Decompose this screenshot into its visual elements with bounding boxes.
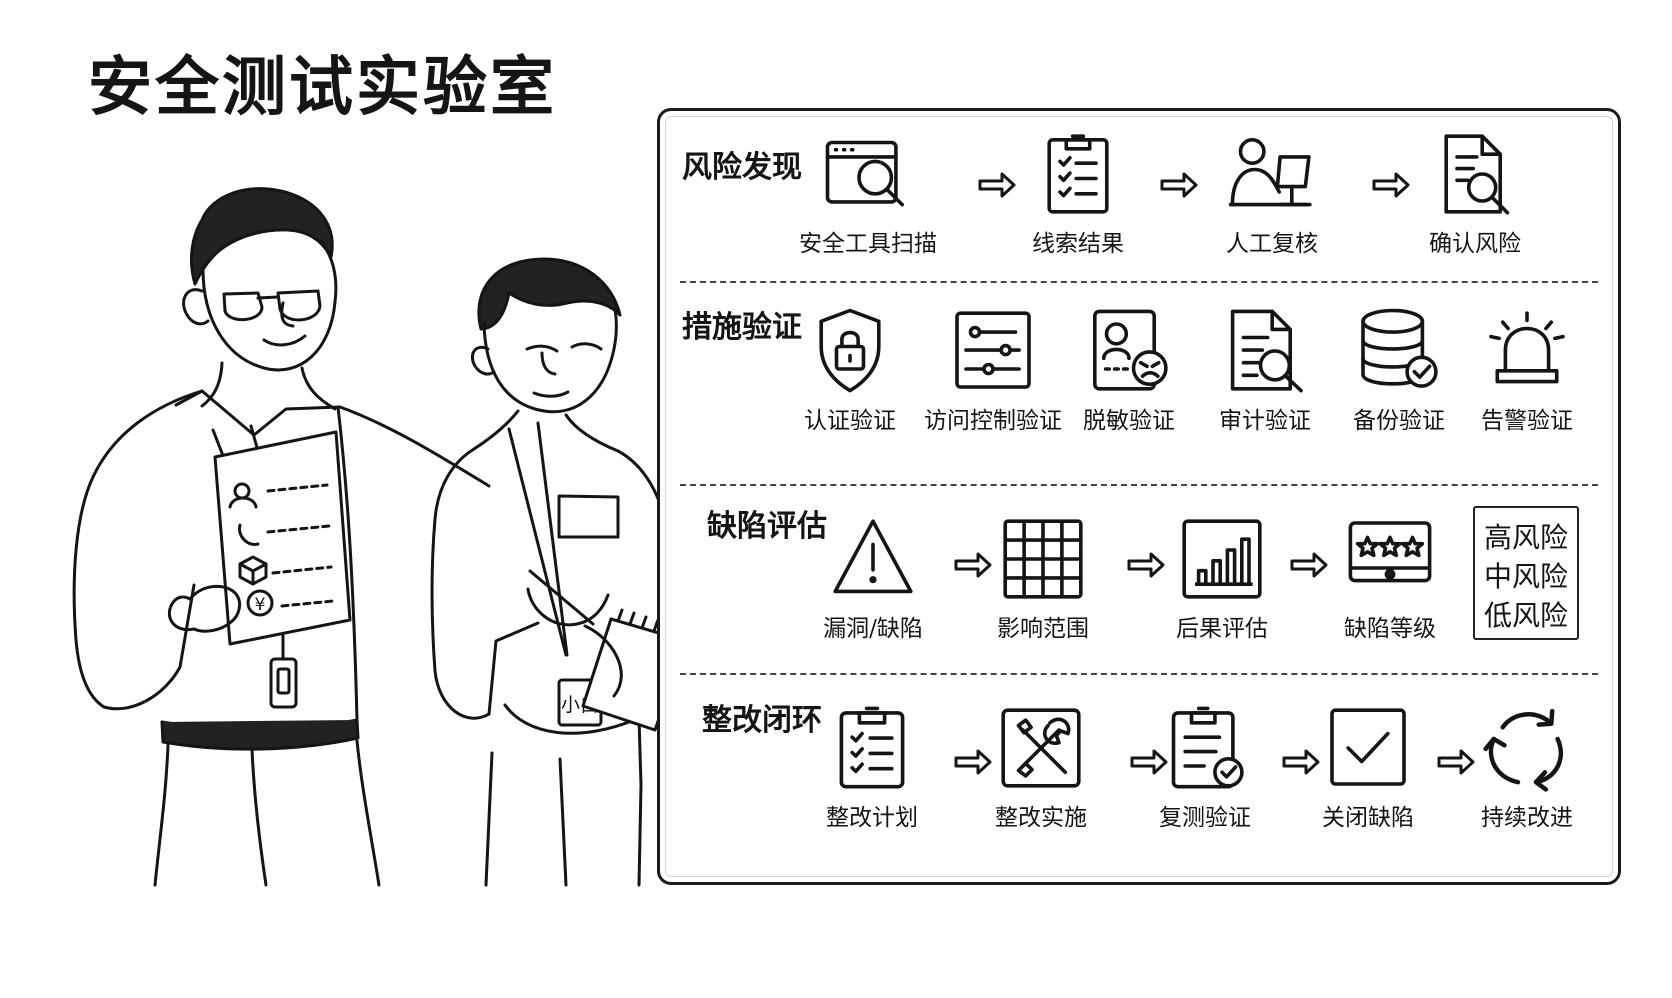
step-label: 备份验证 [1353, 408, 1445, 434]
bar-chart-icon [1182, 519, 1262, 599]
impact-grid-icon [1003, 519, 1083, 599]
step-label: 告警验证 [1481, 408, 1573, 434]
document-search-icon [1444, 134, 1510, 215]
browser-magnifier-icon [825, 140, 904, 207]
database-check-icon [1361, 308, 1438, 388]
risk-level-legend: 高风险 中风险 低风险 [1473, 506, 1579, 640]
masked-profile-icon [1093, 309, 1168, 391]
section-divider [680, 673, 1598, 675]
step-consequence-assessment: 后果评估 [1147, 514, 1297, 654]
flow-arrow-icon [1290, 552, 1328, 578]
step-label: 脱敏验证 [1083, 408, 1175, 434]
step-alert-verification: 告警验证 [1452, 306, 1602, 446]
security-team-illustration: ¥ 小白 [72, 187, 688, 887]
senior-engineer: ¥ [72, 187, 491, 887]
flow-arrow-icon [1160, 172, 1198, 198]
step-security-tool-scan: 安全工具扫描 [793, 129, 943, 269]
step-label: 后果评估 [1176, 616, 1268, 642]
step-access-control-verification: 访问控制验证 [918, 306, 1068, 446]
flow-arrow-icon [954, 749, 992, 775]
flow-arrow-icon [1437, 749, 1475, 775]
step-backup-verification: 备份验证 [1324, 306, 1474, 446]
section-divider [680, 281, 1598, 283]
star-rating-icon [1348, 521, 1432, 583]
step-label: 影响范围 [997, 616, 1089, 642]
step-label: 访问控制验证 [924, 408, 1062, 434]
flow-arrow-icon [1282, 749, 1320, 775]
flow-arrow-icon [954, 552, 992, 578]
flow-arrow-icon [1372, 172, 1410, 198]
step-label: 安全工具扫描 [799, 231, 937, 257]
section-title-defect-assessment: 缺陷评估 [707, 509, 827, 544]
section-divider [680, 484, 1598, 486]
shield-lock-icon [819, 308, 881, 393]
step-masking-verification: 脱敏验证 [1054, 306, 1204, 446]
step-label: 复测验证 [1159, 805, 1251, 831]
junior-engineer: 小白 [430, 257, 688, 887]
step-label: 线索结果 [1032, 231, 1124, 257]
step-label: 审计验证 [1219, 408, 1311, 434]
currency-symbol: ¥ [255, 595, 266, 615]
step-label: 整改计划 [826, 805, 918, 831]
step-continuous-improvement: 持续改进 [1452, 703, 1602, 843]
low-risk-label: 低风险 [1483, 599, 1568, 632]
alarm-bell-icon [1489, 311, 1565, 384]
section-title-measure-verification: 措施验证 [682, 310, 802, 345]
step-remediation-implementation: 整改实施 [966, 703, 1116, 843]
step-vulnerability-defect: 漏洞/缺陷 [798, 514, 948, 654]
high-risk-label: 高风险 [1483, 521, 1568, 554]
section-title-remediation-loop: 整改闭环 [702, 703, 822, 738]
plan-clipboard-icon [839, 706, 905, 789]
step-close-defect: 关闭缺陷 [1293, 703, 1443, 843]
section-title-risk-discovery: 风险发现 [682, 150, 802, 185]
medium-risk-label: 中风险 [1483, 560, 1568, 593]
step-label: 持续改进 [1481, 805, 1573, 831]
flow-arrow-icon [978, 172, 1016, 198]
step-confirm-risk: 确认风险 [1400, 129, 1550, 269]
step-clue-results: 线索结果 [1003, 129, 1153, 269]
checkbox-icon [1330, 708, 1406, 786]
clipboard-checklist-icon [1047, 134, 1109, 214]
step-audit-verification: 审计验证 [1190, 306, 1340, 446]
step-label: 缺陷等级 [1344, 616, 1436, 642]
step-retest-verification: 复测验证 [1130, 703, 1280, 843]
step-impact-scope: 影响范围 [968, 514, 1118, 654]
step-label: 人工复核 [1226, 231, 1318, 257]
security-process-board: 风险发现 安全工具扫描 线索结果 [657, 108, 1621, 885]
step-defect-grade: 缺陷等级 [1315, 514, 1465, 654]
step-label: 确认风险 [1429, 231, 1521, 257]
wrench-screwdriver-icon [1001, 708, 1081, 788]
page-title: 安全测试实验室 [88, 50, 557, 125]
flow-arrow-icon [1130, 749, 1168, 775]
person-computer-icon [1228, 138, 1312, 207]
step-label: 认证验证 [804, 408, 896, 434]
step-label: 整改实施 [995, 805, 1087, 831]
cycle-arrows-icon [1483, 708, 1564, 792]
step-label: 关闭缺陷 [1322, 805, 1414, 831]
step-authentication-verification: 认证验证 [775, 306, 925, 446]
warning-triangle-icon [833, 519, 913, 594]
step-label: 漏洞/缺陷 [823, 616, 923, 642]
access-sliders-icon [955, 311, 1031, 389]
step-manual-review: 人工复核 [1187, 129, 1357, 269]
step-remediation-plan: 整改计划 [797, 703, 947, 843]
flow-arrow-icon [1127, 552, 1165, 578]
retest-clipboard-icon [1171, 706, 1244, 789]
audit-document-icon [1230, 309, 1303, 393]
